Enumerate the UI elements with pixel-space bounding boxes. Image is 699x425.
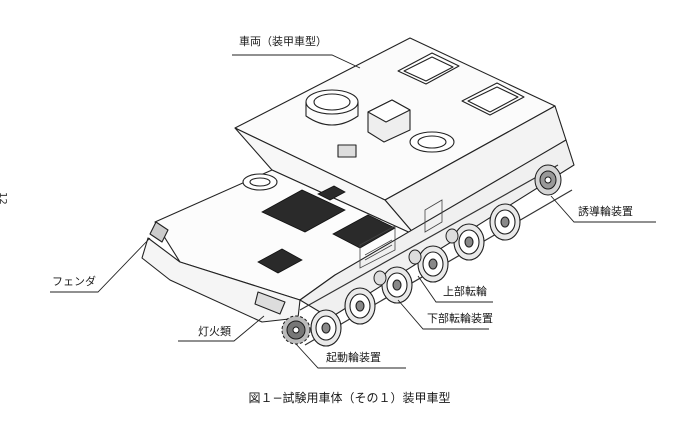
grille-3 [257, 248, 303, 274]
side-grille-1 [359, 225, 396, 269]
road-wheel-3 [381, 266, 413, 304]
roof-hatch-2 [461, 82, 525, 116]
road-wheel-2 [344, 287, 376, 325]
label-hull: 車両（装甲車型） [239, 35, 327, 48]
return-roller-3 [445, 228, 459, 244]
label-lights: 灯火類 [198, 325, 231, 338]
leader-sprocket [295, 343, 406, 369]
label-idler: 誘導輪装置 [578, 205, 633, 218]
roof-hatch-2-inner [467, 86, 519, 113]
roof-hatch-1 [397, 52, 460, 85]
figure-caption: 図１−試験用車体（その１）装甲車型 [248, 391, 451, 405]
return-roller-1 [373, 270, 387, 286]
return-rollers [373, 228, 459, 286]
road-wheel-1 [310, 309, 342, 347]
road-wheel-4 [417, 245, 449, 283]
grille-4 [317, 185, 346, 201]
track-top [299, 164, 559, 311]
leader-hull [232, 54, 361, 69]
label-sprocket: 起動輪装置 [326, 351, 381, 364]
side-grille-2 [424, 199, 443, 233]
label-road-wheel: 下部転輪装置 [427, 312, 493, 325]
drive-sprocket [281, 315, 311, 345]
return-roller-2 [408, 249, 422, 265]
road-wheel-6 [489, 203, 521, 241]
grille-1 [261, 189, 346, 233]
label-fender: フェンダ [52, 275, 96, 288]
idler-wheel [534, 164, 562, 196]
label-return-roller: 上部転輪 [443, 285, 487, 298]
road-wheel-5 [453, 223, 485, 261]
leader-road-wheel [397, 299, 489, 330]
leader-idler [550, 195, 656, 223]
road-wheels [310, 203, 521, 347]
leader-lights [178, 315, 265, 342]
leader-return-roller [417, 275, 493, 303]
roof-hatch-1-inner [403, 56, 454, 82]
leader-fender [50, 237, 151, 293]
